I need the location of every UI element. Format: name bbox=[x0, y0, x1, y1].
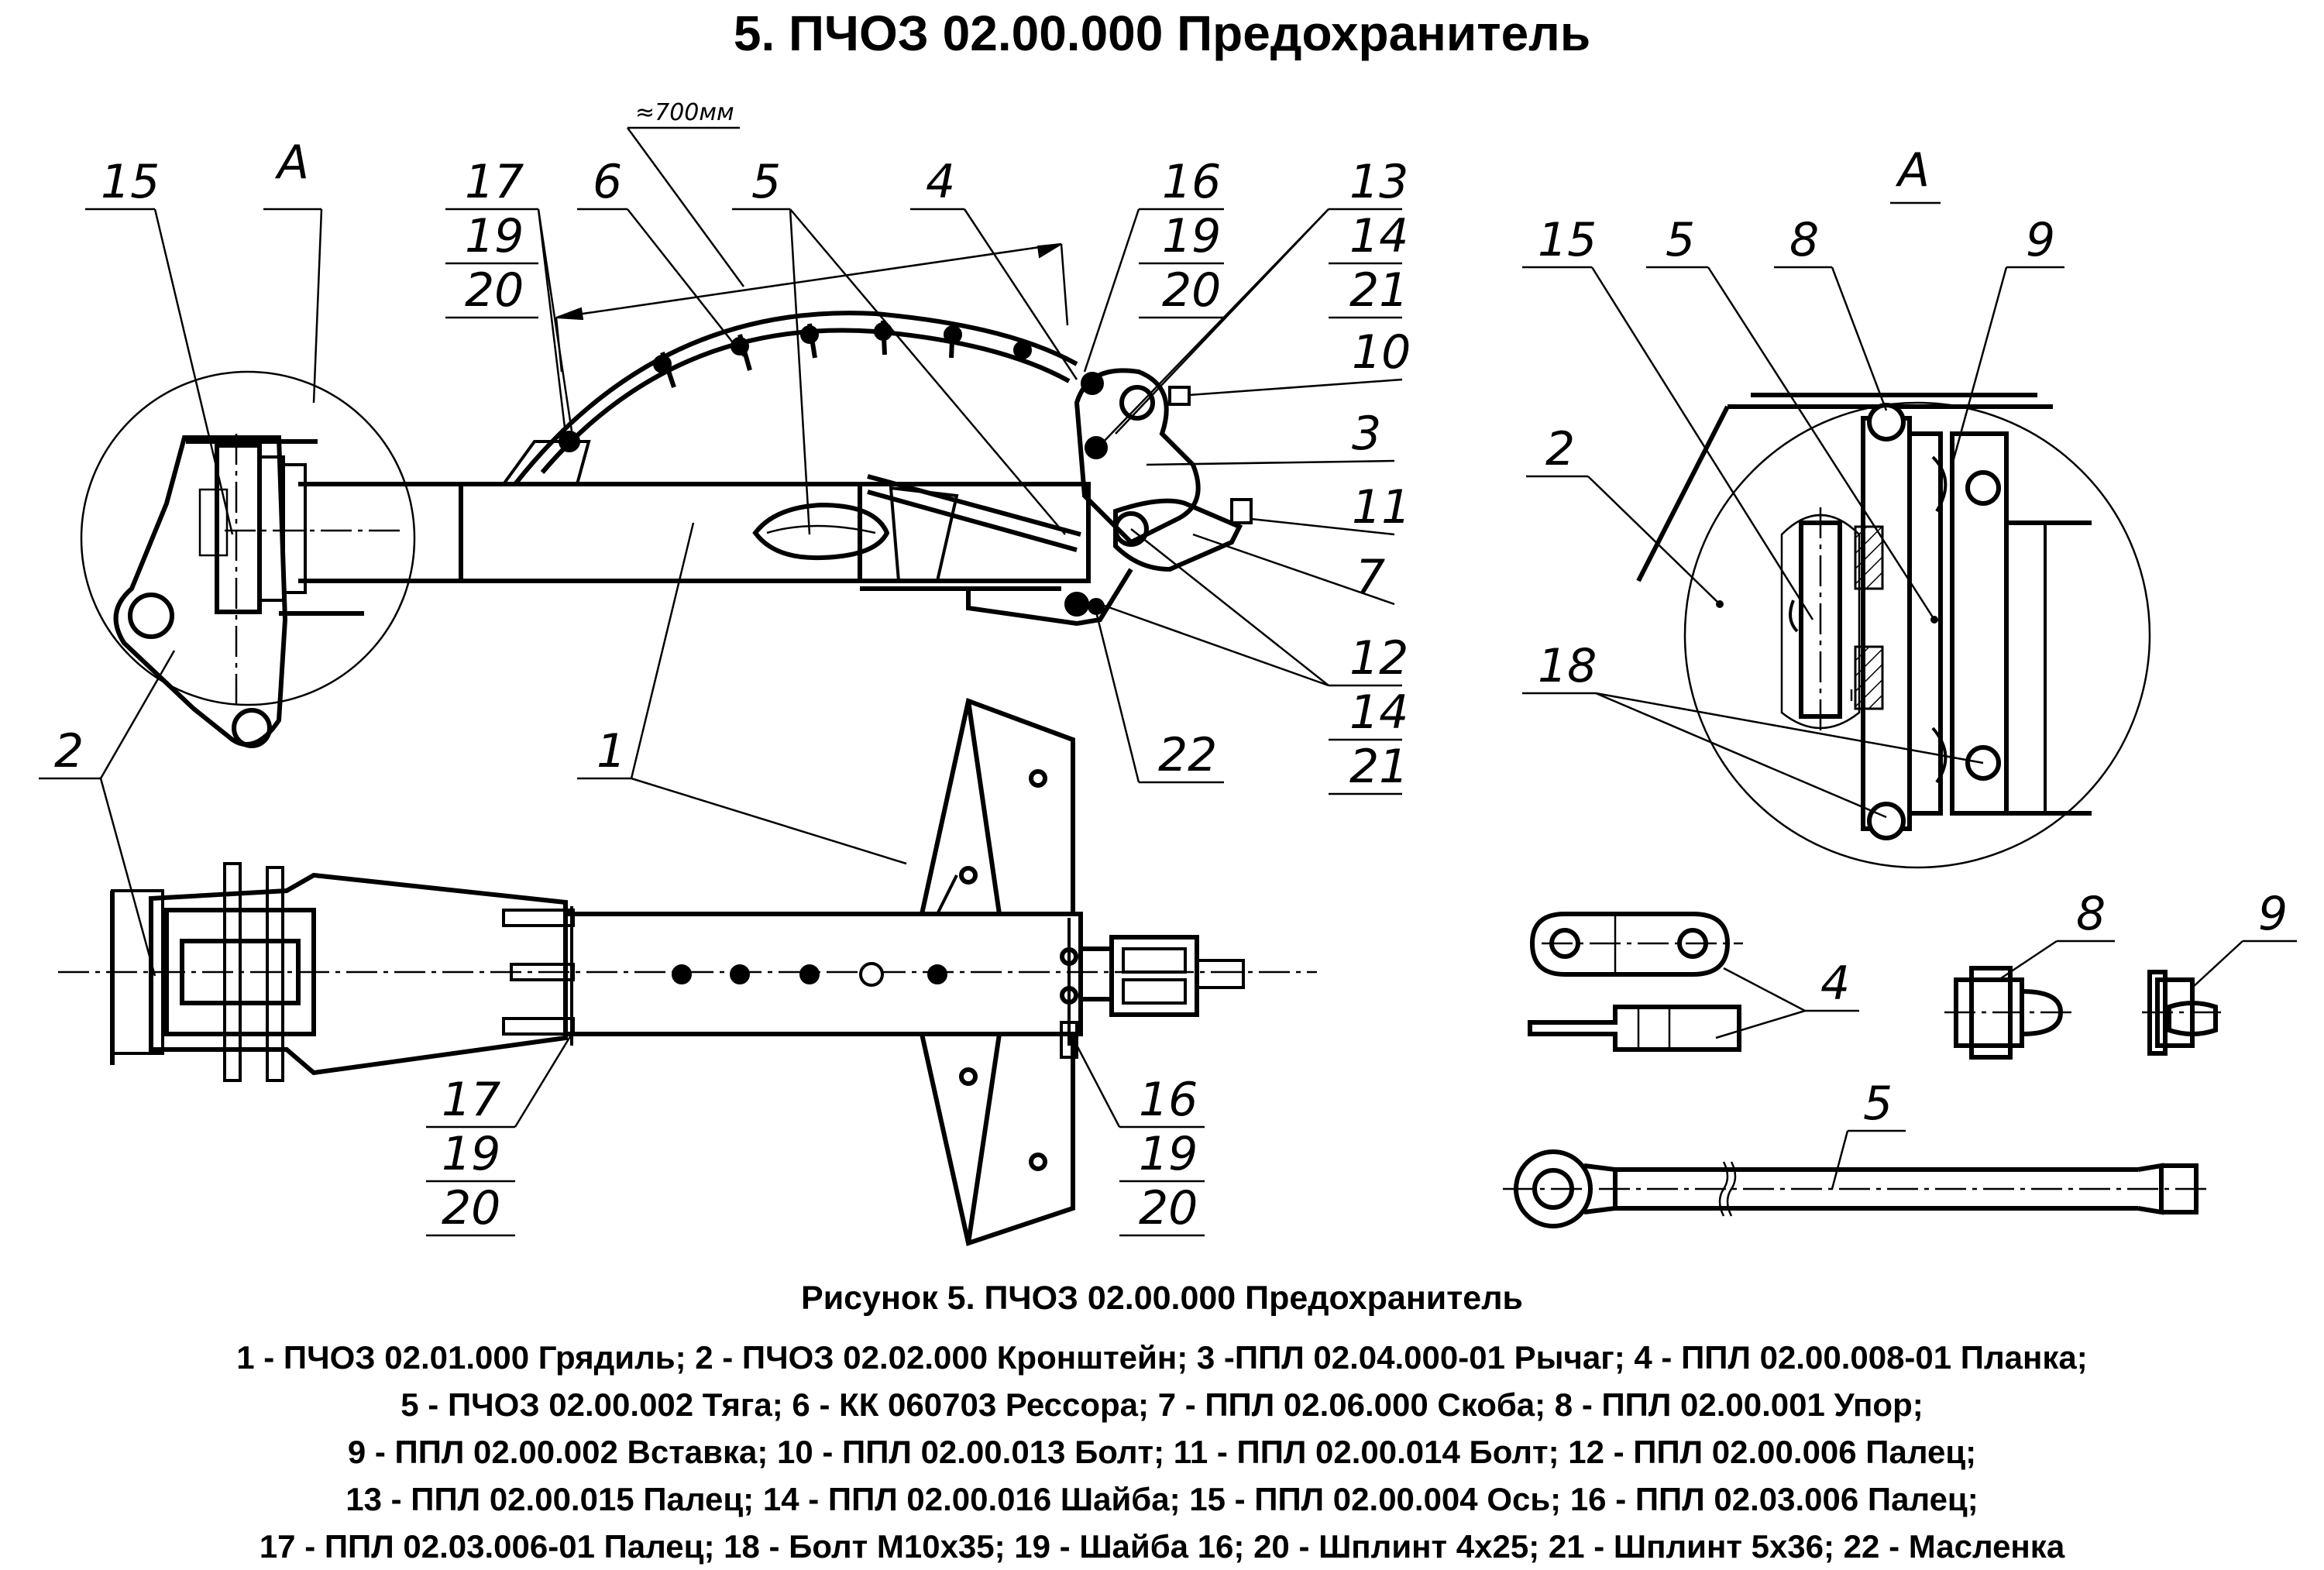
callout-2-left: 2 bbox=[54, 724, 84, 778]
legend-line: 9 - ППЛ 02.00.002 Вставка; 10 - ППЛ 02.0… bbox=[347, 1434, 1977, 1470]
top-view: 17 19 20 16 19 20 bbox=[58, 697, 1317, 1246]
callout-11: 11 bbox=[1352, 480, 1411, 534]
callout-10: 10 bbox=[1352, 325, 1411, 380]
beam-holes bbox=[672, 962, 947, 987]
callout-12: 12 bbox=[1349, 631, 1408, 685]
callout-19-top: 19 bbox=[465, 209, 524, 263]
callout-15-left: 15 bbox=[101, 155, 160, 209]
side-view bbox=[80, 311, 1253, 748]
leaf-spring bbox=[513, 311, 1078, 486]
bracket-plate bbox=[113, 435, 288, 747]
view-a: А 15 5 8 bbox=[1522, 143, 2151, 869]
callout-17-bottom: 17 bbox=[442, 1073, 500, 1127]
top-bracket bbox=[149, 872, 568, 1076]
callout-5-top: 5 bbox=[751, 155, 781, 209]
callout-16-bottom: 16 bbox=[1139, 1073, 1198, 1127]
callout-9-right: 9 bbox=[2026, 213, 2055, 267]
callout-21b: 21 bbox=[1349, 740, 1408, 794]
callouts-side: А 15 17 19 20 6 5 4 16 19 20 bbox=[39, 136, 1411, 977]
dimension-label: ≈700мм bbox=[635, 99, 734, 126]
callout-19-bottom: 19 bbox=[442, 1127, 500, 1181]
view-a-plate bbox=[1861, 416, 1912, 831]
bracket-hole-1 bbox=[128, 593, 174, 639]
callout-4-top: 4 bbox=[926, 155, 955, 209]
top-beam bbox=[563, 912, 1083, 1036]
callout-4-detail: 4 bbox=[1820, 957, 1850, 1011]
callout-14b: 14 bbox=[1349, 685, 1408, 740]
page-title: 5. ПЧОЗ 02.00.000 Предохранитель bbox=[733, 5, 1591, 61]
callout-20-bottom: 20 bbox=[442, 1181, 500, 1235]
callout-19b-bottom: 19 bbox=[1139, 1127, 1198, 1181]
detail-plank-4: 4 bbox=[1528, 912, 1859, 1052]
legend-line: 17 - ППЛ 02.03.006-01 Палец; 18 - Болт М… bbox=[259, 1528, 2065, 1565]
axis-block bbox=[215, 443, 262, 614]
figure-caption: Рисунок 5. ПЧОЗ 02.00.000 Предохранитель bbox=[801, 1280, 1523, 1317]
callout-5-right: 5 bbox=[1666, 213, 1695, 267]
spring-clamps bbox=[559, 320, 1032, 452]
beam bbox=[298, 482, 1091, 583]
callout-9-detail: 9 bbox=[2258, 887, 2288, 941]
view-a-label-left: А bbox=[274, 136, 309, 190]
callout-20b-bottom: 20 bbox=[1139, 1181, 1198, 1235]
callout-2-right: 2 bbox=[1545, 422, 1575, 476]
callout-16-top: 16 bbox=[1162, 155, 1221, 209]
callout-6: 6 bbox=[593, 155, 622, 209]
callout-22: 22 bbox=[1158, 728, 1217, 782]
callout-15-right: 15 bbox=[1538, 213, 1597, 267]
callout-3: 3 bbox=[1352, 407, 1381, 461]
callout-17-top: 17 bbox=[465, 155, 524, 209]
callout-8-detail: 8 bbox=[2076, 887, 2106, 941]
callout-20-top: 20 bbox=[465, 263, 524, 318]
callout-1: 1 bbox=[596, 724, 626, 778]
bracket-7 bbox=[1113, 498, 1243, 572]
plow-blade bbox=[920, 697, 1075, 915]
callout-20b-top: 20 bbox=[1162, 263, 1221, 318]
parts-legend: 1 - ПЧОЗ 02.01.000 Грядиль; 2 - ПЧОЗ 02.… bbox=[0, 1334, 2324, 1570]
legend-line: 5 - ПЧОЗ 02.00.002 Тяга; 6 - КК 060703 Р… bbox=[401, 1386, 1923, 1423]
callout-18: 18 bbox=[1538, 639, 1597, 693]
callout-8-right: 8 bbox=[1789, 213, 1819, 267]
bracket-hole-2 bbox=[232, 708, 272, 748]
legend-line: 13 - ППЛ 02.00.015 Палец; 14 - ППЛ 02.00… bbox=[346, 1481, 1978, 1517]
callout-5-detail: 5 bbox=[1863, 1077, 1893, 1131]
detail-rod-5: 5 bbox=[1503, 1077, 2212, 1228]
callout-19b-top: 19 bbox=[1162, 209, 1221, 263]
view-a-label-right: А bbox=[1895, 143, 1930, 198]
dimension-700: ≈700мм bbox=[555, 99, 1069, 373]
callout-21a: 21 bbox=[1349, 263, 1408, 318]
beam-slot bbox=[752, 502, 890, 561]
detail-stop-8: 8 bbox=[1944, 887, 2115, 1060]
view-a-detail-circle bbox=[1683, 401, 2151, 869]
legend-line: 1 - ПЧОЗ 02.01.000 Грядиль; 2 - ПЧОЗ 02.… bbox=[236, 1339, 2088, 1376]
view-a-circle bbox=[80, 370, 416, 706]
callout-13: 13 bbox=[1349, 155, 1408, 209]
callout-14a: 14 bbox=[1349, 209, 1408, 263]
detail-insert-9: 9 bbox=[2142, 887, 2297, 1056]
